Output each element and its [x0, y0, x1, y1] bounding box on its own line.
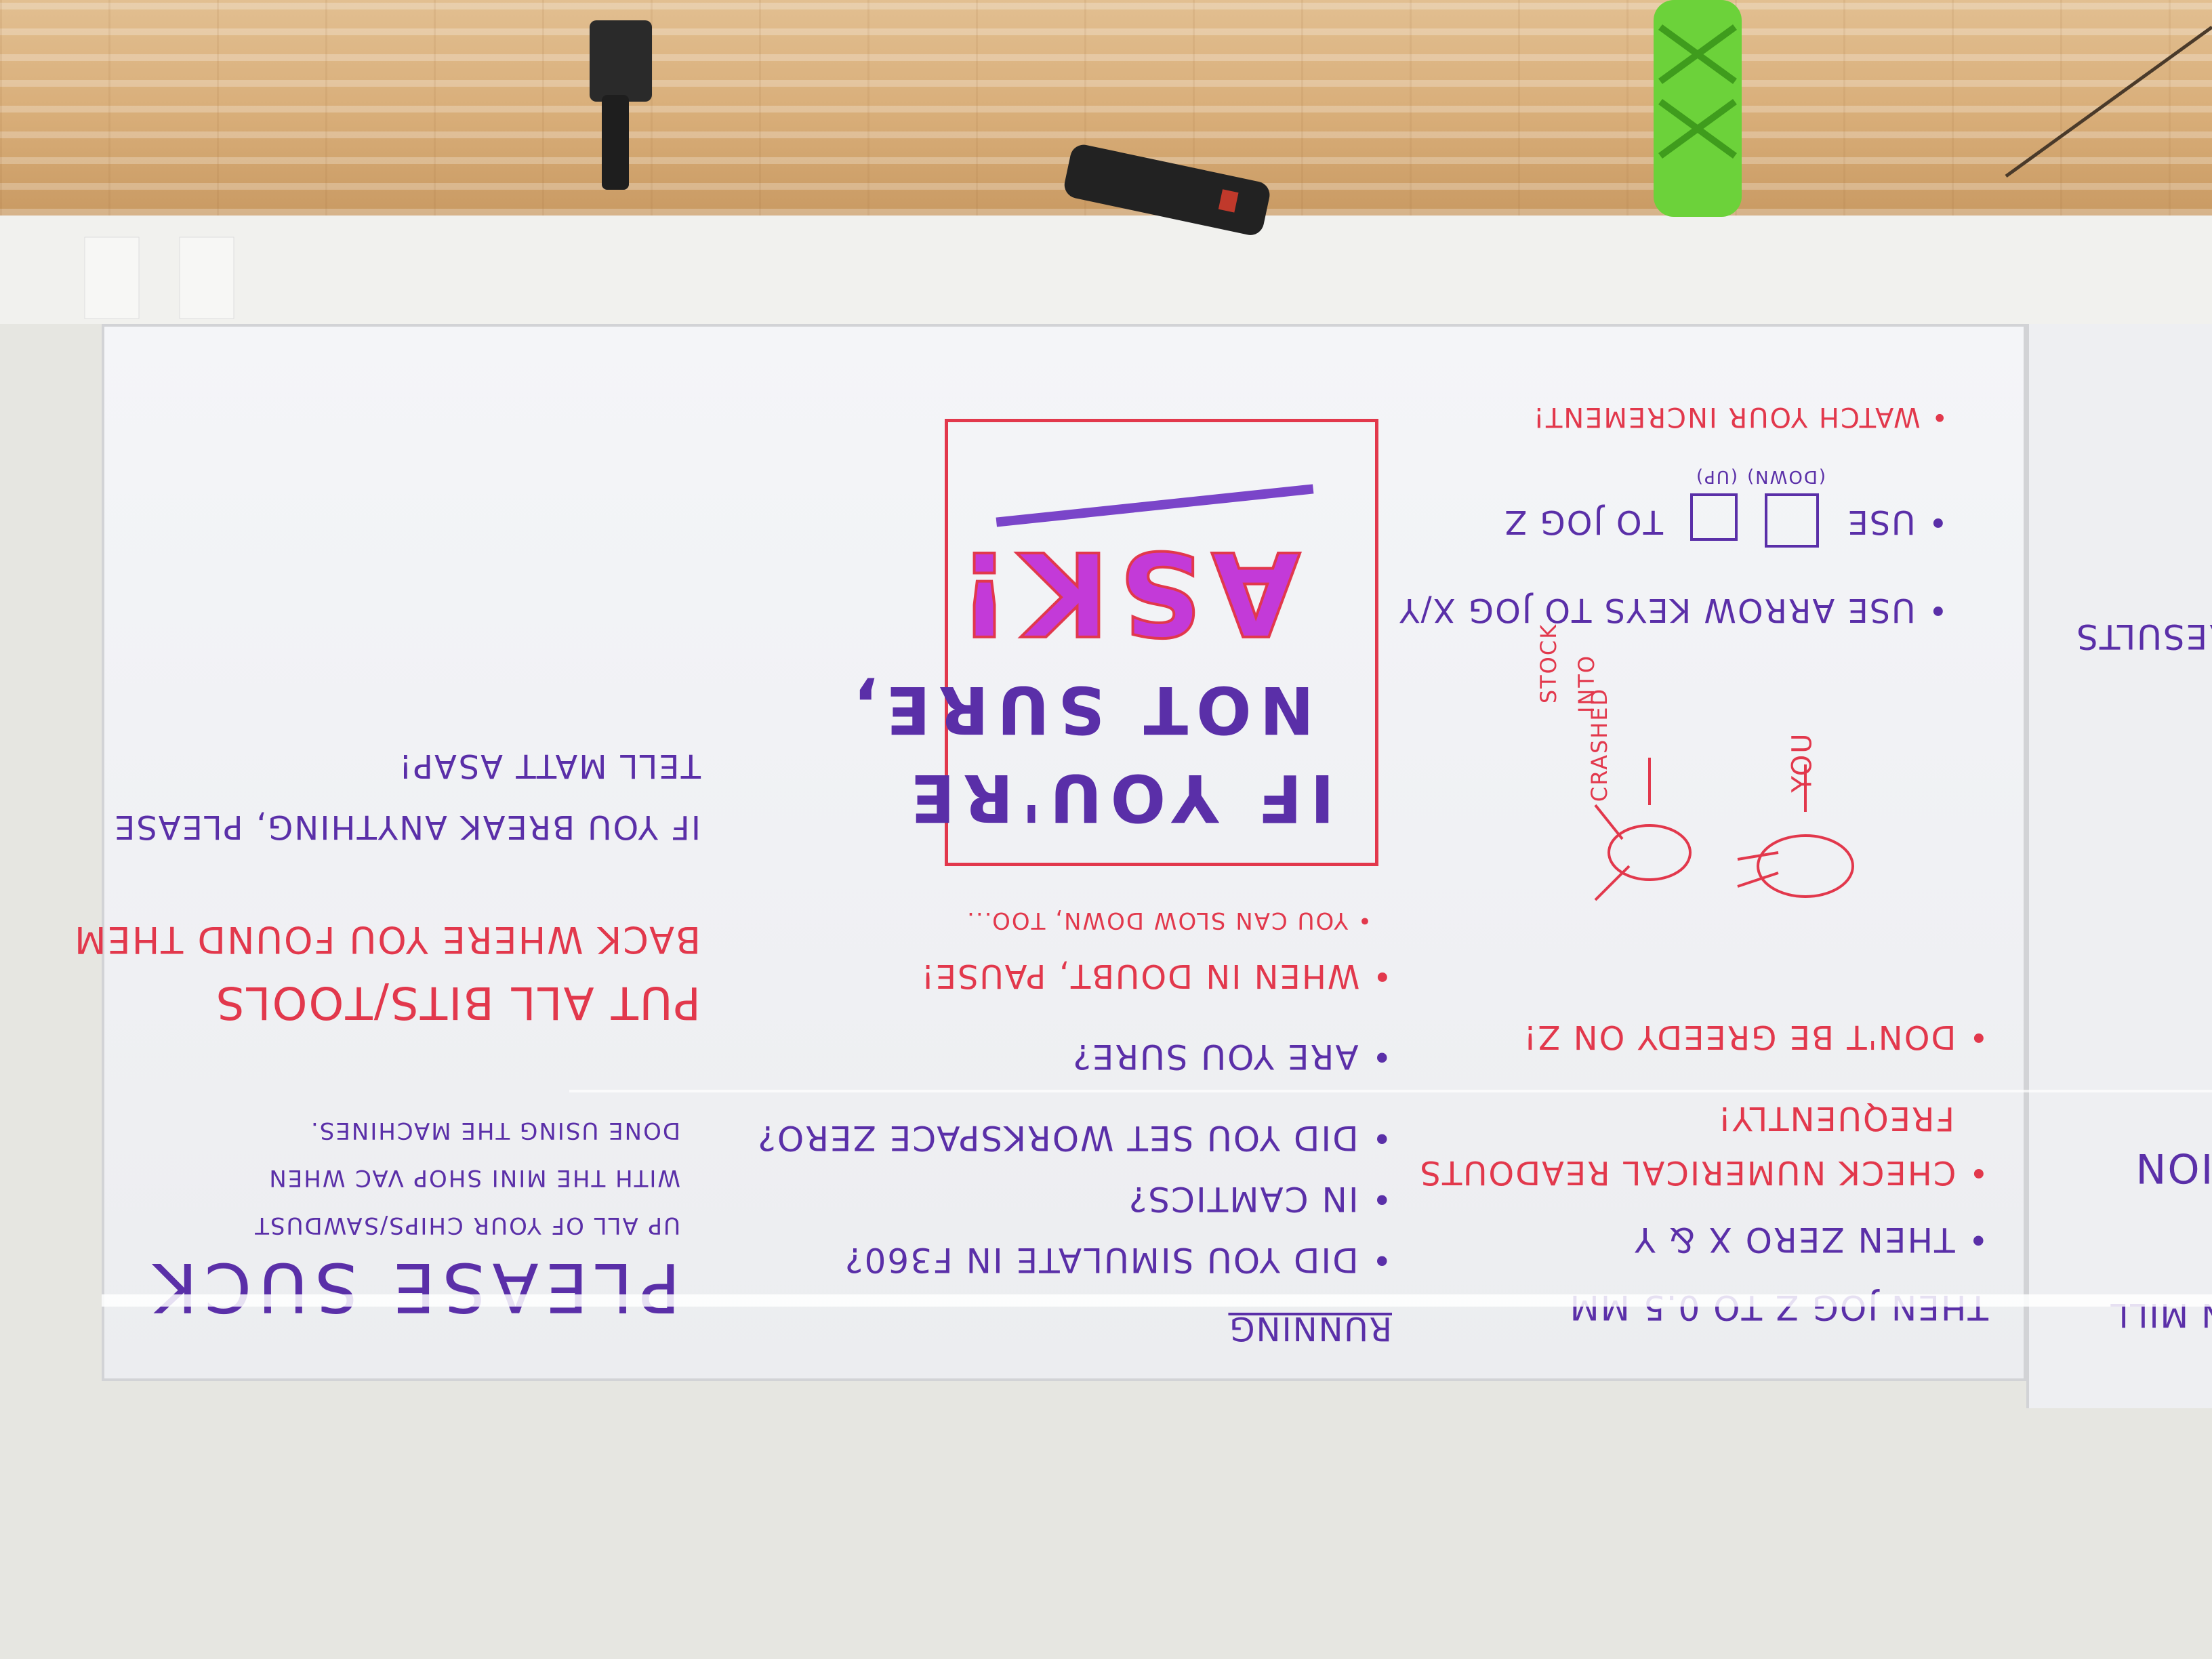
jog-item: USE — [1846, 503, 1948, 541]
ask-line-3: ASK! — [947, 524, 1302, 661]
jog-item: FREQUENTLY! — [1717, 1099, 1954, 1137]
ask-box: IF YOU'RE NOT SURE, ASK! — [845, 419, 1378, 866]
shelf-objects — [84, 0, 2212, 319]
suck-note-line-2: WITH THE MINI SHOP VAC WHEN — [268, 1164, 680, 1191]
endmill-doodle-icon — [1594, 758, 1854, 901]
running-item: DID YOU SIMULATE IN F360? — [844, 1240, 1392, 1279]
wall-bracket — [179, 237, 234, 319]
doodle-label-into: INTO — [1573, 654, 1599, 714]
suck-note-line-1: UP ALL OF YOUR CHIPS/SAWDUST — [253, 1212, 680, 1239]
board-glare — [102, 1294, 2212, 1307]
ask-underline — [996, 484, 1314, 527]
edge-fragment: TION — [2134, 1144, 2212, 1191]
running-item: WHEN IN DOUBT, PAUSE! — [920, 957, 1392, 995]
whiteboard-right-panel — [2026, 324, 2212, 1408]
jog-item: DON'T BE GREEDY ON Z! — [1522, 1018, 1988, 1056]
suck-note-line-3: DONE USING THE MACHINES. — [309, 1117, 680, 1144]
bits-note-line-2: BACK WHERE YOU FOUND THEM — [73, 918, 701, 961]
jog-item: THEN JOG Z TO 0.5 MM — [1568, 1288, 1988, 1327]
running-item: IN CAMTICS? — [1128, 1179, 1392, 1218]
bits-note-line-1: PUT ALL BITS/TOOLS — [214, 977, 701, 1029]
wall — [0, 216, 2212, 324]
edge-fragment: RESULTS — [2075, 617, 2212, 656]
ask-line-1: IF YOU'RE — [902, 760, 1334, 836]
ask-line-2: NOT SURE, — [845, 672, 1314, 747]
endmill-tool-icon — [590, 20, 652, 190]
doodle-label-stock: STOCK — [1535, 623, 1561, 704]
break-note-line-2: TELL MATT ASAP! — [397, 747, 701, 785]
power-strip-icon — [1064, 144, 1270, 235]
please-suck-title: PLEASE SUCK — [146, 1248, 680, 1327]
jog-item: THEN ZERO X & Y — [1633, 1220, 1988, 1259]
whiteboard — [102, 324, 2026, 1381]
break-note-line-1: IF YOU BREAK ANYTHING, PLEASE — [113, 808, 701, 846]
green-printed-part-icon — [1654, 0, 1742, 217]
wall-bracket — [84, 237, 140, 319]
running-item: ARE YOU SURE? — [1071, 1037, 1392, 1076]
running-item: DID YOU SET WORKSPACE ZERO? — [756, 1118, 1392, 1158]
jog-item: CHECK NUMERICAL READOUTS — [1418, 1153, 1988, 1191]
jog-item: USE ARROW KEYS TO JOG X/Y — [1398, 591, 1948, 629]
jog-down-key — [1765, 493, 1819, 548]
jog-item: TO JOG Z — [1503, 503, 1663, 541]
running-item: YOU CAN SLOW DOWN, TOO... — [966, 907, 1372, 934]
running-heading: RUNNING — [1228, 1309, 1392, 1347]
key-label-up: (UP) — [1695, 466, 1738, 487]
board-glare — [569, 1090, 2212, 1092]
key-label-down: (DOWN) — [1746, 466, 1826, 487]
jog-up-key — [1690, 493, 1738, 541]
jog-item: WATCH YOUR INCREMENT! — [1532, 401, 1948, 432]
cable-line — [2005, 25, 2212, 178]
